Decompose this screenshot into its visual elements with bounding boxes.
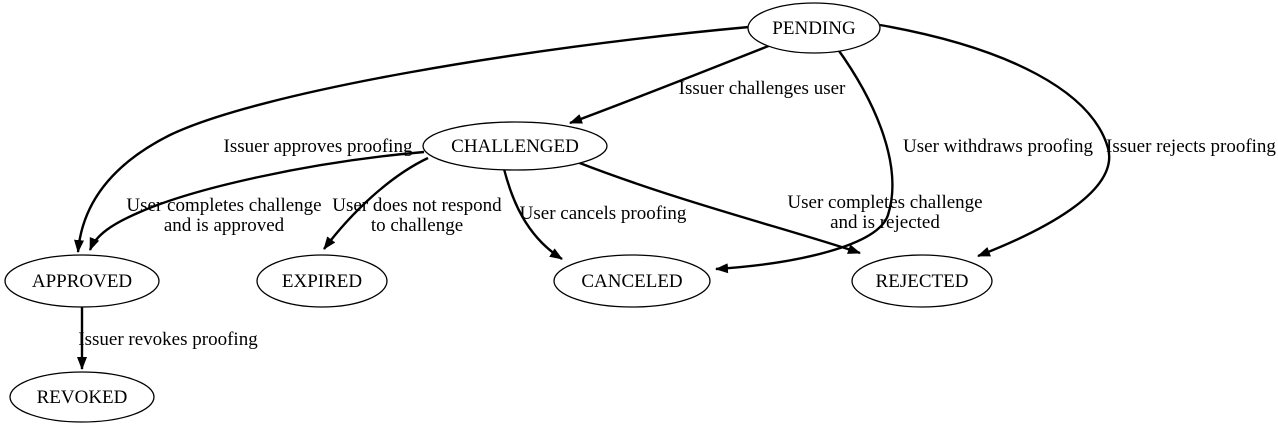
edge-pending-to-canceled <box>715 47 894 274</box>
node-ellipse-revoked <box>9 371 155 423</box>
node-rejected: REJECTED <box>851 254 993 308</box>
node-label-canceled: CANCELED <box>581 271 682 292</box>
edge-challenged-to-canceled <box>502 168 563 261</box>
edge-label-line: Issuer rejects proofing <box>1106 136 1276 157</box>
node-ellipse-rejected <box>851 254 993 308</box>
node-ellipse-challenged <box>422 121 608 171</box>
edge-label-pending-to-canceled: User withdraws proofing <box>903 136 1093 157</box>
edge-challenged-to-approved <box>88 150 425 251</box>
edge-label-line: to challenge <box>371 215 463 236</box>
node-label-revoked: REVOKED <box>37 387 128 408</box>
edge-label-line: and is rejected <box>830 212 940 233</box>
edge-label-line: Issuer approves proofing <box>224 136 413 157</box>
node-expired: EXPIRED <box>256 254 388 308</box>
edge-label-line: User cancels proofing <box>520 203 687 224</box>
node-ellipse-canceled <box>553 254 711 308</box>
node-label-challenged: CHALLENGED <box>451 136 579 157</box>
edge-label-line: User completes challenge <box>126 195 321 216</box>
node-label-expired: EXPIRED <box>282 271 362 292</box>
edge-label-pending-to-rejected: Issuer rejects proofing <box>1106 136 1276 157</box>
edge-label-line: Issuer revokes proofing <box>78 329 258 350</box>
node-revoked: REVOKED <box>9 371 155 423</box>
node-label-pending: PENDING <box>772 18 856 39</box>
edge-label-pending-to-challenged: Issuer challenges user <box>679 78 846 99</box>
nodes-layer: PENDING CHALLENGED APPROVED EXPIRED CANCELED… <box>4 2 993 423</box>
edge-challenged-to-rejected <box>576 160 861 255</box>
edge-label-challenged-to-canceled: User cancels proofing <box>520 203 687 224</box>
edge-label-approved-to-revoked: Issuer revokes proofing <box>78 329 258 350</box>
node-label-rejected: REJECTED <box>876 271 969 292</box>
node-canceled: CANCELED <box>553 254 711 308</box>
node-ellipse-pending <box>747 2 881 54</box>
edge-label-line: User withdraws proofing <box>903 136 1093 157</box>
edge-label-line: Issuer challenges user <box>679 78 846 99</box>
node-ellipse-approved <box>4 254 160 308</box>
node-challenged: CHALLENGED <box>422 121 608 171</box>
edge-label-line: and is approved <box>164 215 285 236</box>
edge-challenged-to-expired <box>323 156 429 250</box>
node-ellipse-expired <box>256 254 388 308</box>
edges-layer <box>74 23 1111 370</box>
node-approved: APPROVED <box>4 254 160 308</box>
edge-label-line: User completes challenge <box>787 192 982 213</box>
edge-pending-to-rejected <box>879 23 1111 258</box>
edge-pending-to-approved <box>74 25 750 253</box>
edge-label-line: User does not respond <box>332 195 502 216</box>
edge-label-pending-to-approved: Issuer approves proofing <box>224 136 413 157</box>
edge-pending-to-challenged <box>569 43 772 125</box>
node-pending: PENDING <box>747 2 881 54</box>
node-label-approved: APPROVED <box>32 271 132 292</box>
